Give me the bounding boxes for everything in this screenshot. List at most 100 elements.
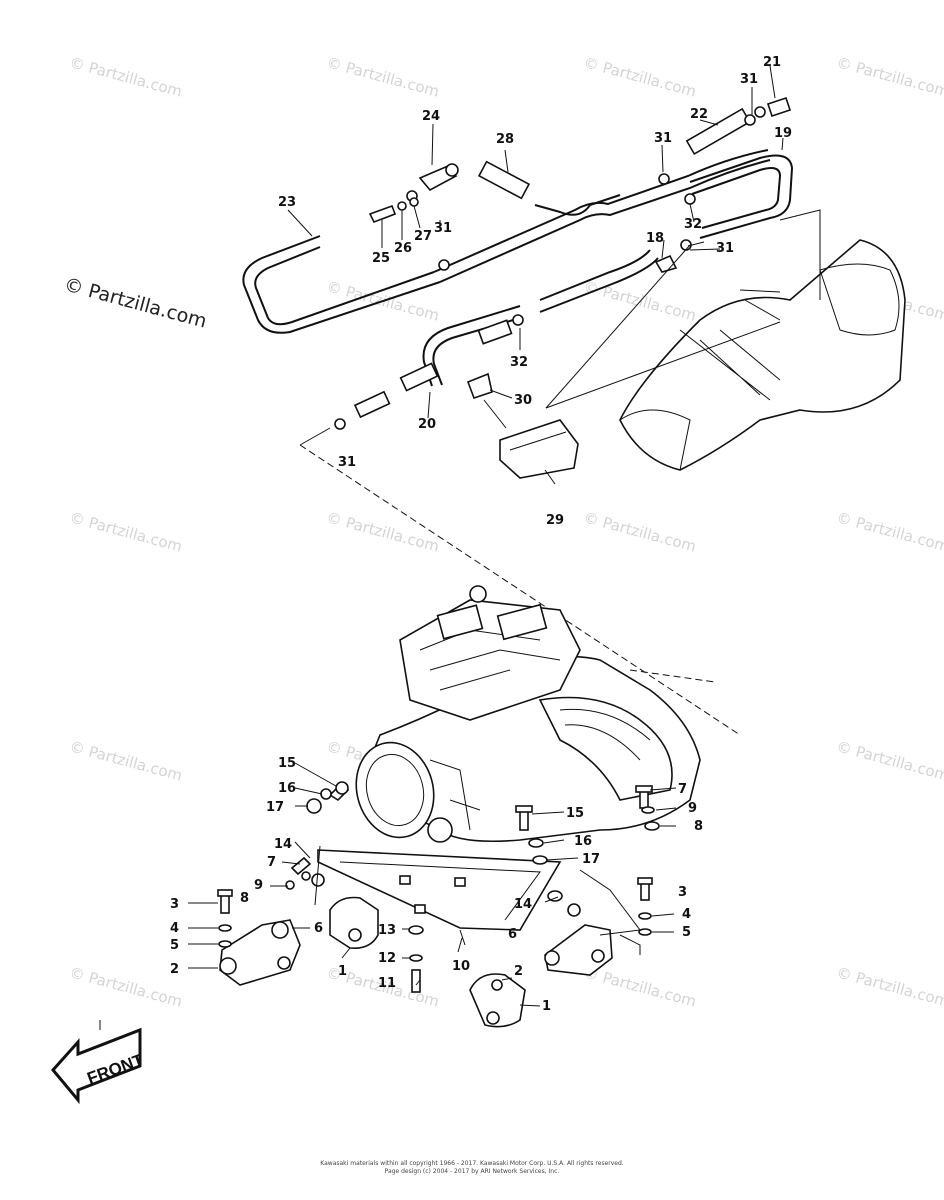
front-direction-arrow: FRONT (51, 1027, 147, 1105)
washer-8 (285, 880, 295, 890)
hose-19 (689, 154, 794, 239)
callout: 16 (278, 781, 296, 796)
callout: 6 (508, 927, 517, 942)
fitting-21 (766, 96, 792, 118)
callout: 7 (678, 782, 687, 797)
hose-23 (242, 235, 441, 334)
callout: 32 (510, 355, 528, 370)
hose-assembly (242, 96, 906, 736)
callout: 12 (378, 951, 396, 966)
callout: 1 (338, 964, 347, 979)
callout: 5 (682, 925, 691, 940)
callout: 7 (267, 855, 276, 870)
callout: 9 (254, 878, 263, 893)
callout: 16 (574, 834, 592, 849)
hose-20 (432, 317, 521, 386)
callout: 19 (774, 126, 792, 141)
callout: 21 (763, 55, 781, 70)
callout: 13 (378, 923, 396, 938)
callout: 23 (278, 195, 296, 210)
callout: 30 (514, 393, 532, 408)
callout: 14 (514, 897, 532, 912)
clamp-31 (334, 418, 346, 430)
washer-27 (409, 197, 419, 207)
clamp (438, 259, 450, 271)
callout: 4 (682, 907, 691, 922)
nut-5 (638, 928, 652, 936)
bolt-3 (220, 894, 230, 914)
bolt-25 (368, 204, 397, 224)
callout: 25 (372, 251, 390, 266)
callout: 1 (542, 999, 551, 1014)
bolt-7 (290, 856, 312, 876)
callout: 22 (690, 107, 708, 122)
clamp-32 (684, 193, 696, 205)
callout: 26 (394, 241, 412, 256)
callout: 8 (694, 819, 703, 834)
jet-pump-outline (619, 239, 906, 471)
callout: 31 (740, 72, 758, 87)
washer-16 (320, 788, 332, 800)
washer-26 (397, 201, 407, 211)
hose-28 (477, 160, 531, 200)
callout: 10 (452, 959, 470, 974)
callout: 5 (170, 938, 179, 953)
washer-13 (408, 925, 424, 935)
washer-4 (638, 912, 652, 920)
callout: 32 (684, 217, 702, 232)
callout: 9 (688, 801, 697, 816)
callout: 31 (654, 131, 672, 146)
callout: 2 (514, 964, 523, 979)
collar-17 (306, 798, 322, 814)
washer-16 (528, 838, 544, 848)
copyright-line: Page design (c) 2004 - 2017 by ARI Netwo… (384, 1168, 560, 1175)
valve-30 (466, 372, 493, 400)
washer-9 (641, 806, 655, 814)
engine-assembly (99, 65, 784, 1030)
callout: 31 (338, 455, 356, 470)
callout: 4 (170, 921, 179, 936)
engine-mount-6 (544, 924, 613, 976)
callout: 15 (566, 806, 584, 821)
callout: 29 (546, 513, 564, 528)
callout: 31 (716, 241, 734, 256)
callout: 2 (170, 962, 179, 977)
collar-8 (644, 821, 660, 831)
nut-14 (547, 890, 563, 902)
washer-9 (301, 871, 311, 881)
callout: 28 (496, 132, 514, 147)
nut-14 (311, 873, 325, 887)
callout: 14 (274, 837, 292, 852)
hose-main (439, 159, 771, 283)
clamp-31 (744, 114, 756, 126)
callout: 27 (414, 229, 432, 244)
callout: 24 (422, 109, 440, 124)
nut-5 (218, 940, 232, 948)
hose-22 (685, 107, 751, 156)
callout-labels: 21 31 22 19 31 24 28 23 25 26 27 31 32 1… (170, 55, 792, 1014)
clamp-31 (658, 173, 670, 185)
callout: 17 (582, 852, 600, 867)
washer-4 (218, 924, 232, 932)
exhaust-pipe (538, 696, 673, 801)
fitting-18 (654, 254, 678, 273)
callout: 3 (678, 885, 687, 900)
callout: 20 (418, 417, 436, 432)
callout: 15 (278, 756, 296, 771)
copyright-line: Kawasaki materials within all copyright … (320, 1160, 624, 1167)
callout: 31 (434, 221, 452, 236)
callout: 6 (314, 921, 323, 936)
callout: 3 (170, 897, 179, 912)
callout: 11 (378, 976, 396, 991)
mount-plate-2 (219, 957, 237, 975)
collar-17 (532, 855, 548, 865)
engine-mount-1 (329, 896, 379, 950)
callout: 17 (266, 800, 284, 815)
callout: 8 (240, 891, 249, 906)
bolt-11 (411, 969, 421, 993)
bolt-15 (519, 809, 529, 831)
clamp-32 (512, 314, 524, 326)
callout: 18 (646, 231, 664, 246)
washer-12 (409, 954, 423, 962)
